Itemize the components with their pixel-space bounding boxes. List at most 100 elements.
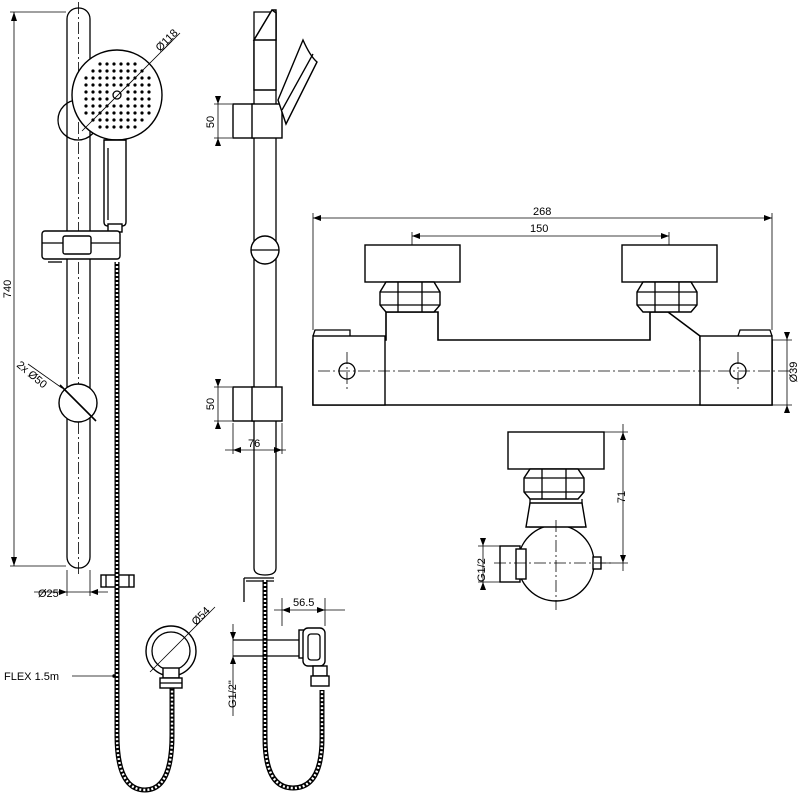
dim-bracket-projection: 76 — [225, 423, 286, 454]
spray-nozzle — [133, 125, 137, 129]
spray-nozzle — [119, 104, 123, 108]
dim-valve-width: 268 — [312, 206, 773, 330]
spray-nozzle — [91, 104, 95, 108]
spray-nozzle — [105, 76, 109, 80]
spray-nozzle — [91, 111, 95, 115]
spray-nozzle — [98, 125, 102, 129]
label-bar-diameter: Ø25 — [38, 588, 59, 600]
spray-nozzle — [126, 62, 130, 66]
side-hook — [243, 577, 274, 602]
spray-nozzle — [126, 90, 130, 94]
front-view-riser-kit: 740 Ø25 2x Ø50 Ø118 — [2, 2, 216, 793]
label-head-diameter: Ø118 — [154, 27, 181, 54]
label-outlet-projection: 56.5 — [293, 597, 314, 609]
spray-nozzle — [140, 97, 144, 101]
spray-nozzle — [119, 76, 123, 80]
spray-nozzle — [140, 104, 144, 108]
spray-nozzle — [140, 76, 144, 80]
side-shower-head — [277, 38, 318, 126]
side-view-riser-kit: 50 50 76 — [205, 8, 345, 791]
spray-nozzle — [105, 62, 109, 66]
valve-left-handle — [364, 244, 461, 313]
spray-nozzle — [112, 104, 116, 108]
spray-nozzle — [133, 118, 137, 122]
spray-nozzle — [126, 111, 130, 115]
spray-nozzle — [84, 83, 88, 87]
side-hose — [262, 580, 325, 791]
spray-nozzle — [133, 104, 137, 108]
dim-bar-length: 740 — [2, 11, 66, 567]
spray-nozzle — [133, 62, 137, 66]
spray-nozzle — [133, 90, 137, 94]
spray-nozzle — [98, 118, 102, 122]
label-valve-inlet-thread: G1/2 — [476, 558, 488, 582]
spray-nozzle — [112, 62, 116, 66]
flex-hose: FLEX 1.5m — [4, 262, 175, 793]
spray-nozzle — [119, 125, 123, 129]
spray-nozzle — [105, 125, 109, 129]
spray-nozzle — [98, 83, 102, 87]
spray-nozzle — [105, 83, 109, 87]
spray-nozzle — [119, 69, 123, 73]
spray-nozzle — [126, 76, 130, 80]
label-valve-depth: 71 — [616, 491, 628, 503]
spray-nozzle — [133, 111, 137, 115]
dim-valve-body-diameter: Ø39 — [772, 332, 800, 413]
spray-nozzle — [140, 83, 144, 87]
spray-nozzle — [84, 104, 88, 108]
spray-nozzle — [119, 111, 123, 115]
side-riser-bar — [253, 11, 277, 576]
spray-nozzle — [112, 83, 116, 87]
label-hose: FLEX 1.5m — [4, 671, 59, 683]
spray-nozzle — [91, 76, 95, 80]
spray-nozzle — [126, 118, 130, 122]
bar-valve-side-view: 71 G1/2 — [476, 424, 628, 610]
spray-nozzle — [147, 104, 151, 108]
label-bar-length: 740 — [2, 280, 14, 298]
spray-nozzle — [98, 97, 102, 101]
spray-nozzle — [105, 118, 109, 122]
spray-nozzle — [140, 118, 144, 122]
spray-nozzle — [112, 111, 116, 115]
spray-nozzle — [147, 97, 151, 101]
side-wall-outlet: G1/2" — [227, 624, 330, 716]
spray-nozzle — [133, 97, 137, 101]
spray-nozzle — [91, 69, 95, 73]
spray-nozzle — [119, 83, 123, 87]
wall-outlet: Ø54 — [145, 605, 216, 689]
spray-nozzle — [98, 90, 102, 94]
spray-nozzle — [126, 97, 130, 101]
spray-nozzle — [105, 90, 109, 94]
spray-nozzle — [147, 90, 151, 94]
spray-nozzle — [119, 62, 123, 66]
spray-nozzle — [140, 90, 144, 94]
spray-nozzle — [147, 83, 151, 87]
spray-centre — [112, 90, 122, 100]
valve-right-handle — [621, 244, 718, 313]
label-bracket-projection: 76 — [248, 438, 260, 450]
label-valve-body-diameter: Ø39 — [788, 362, 800, 383]
dim-valve-inlet-thread: G1/2 — [476, 538, 500, 590]
slider-clamp — [41, 230, 121, 263]
spray-nozzle — [91, 90, 95, 94]
side-valve-handle — [507, 431, 605, 470]
spray-nozzle — [105, 69, 109, 73]
spray-nozzle — [140, 111, 144, 115]
shower-head: Ø118 — [71, 27, 181, 233]
dim-bar-diameter: Ø25 — [34, 570, 108, 600]
spray-nozzle — [98, 104, 102, 108]
spray-nozzle — [98, 69, 102, 73]
side-top-bracket: 50 — [205, 96, 283, 146]
label-bracket-height-bottom: 50 — [205, 398, 217, 410]
label-valve-width: 268 — [533, 206, 551, 218]
spray-nozzle — [91, 83, 95, 87]
dim-valve-depth: 71 — [594, 424, 628, 571]
label-outlet-thread: G1/2" — [227, 680, 239, 708]
bar-valve-front-view: 268 150 — [312, 206, 800, 413]
dim-outlet-projection: 56.5 — [274, 597, 345, 626]
spray-nozzle — [98, 76, 102, 80]
spray-nozzle — [84, 111, 88, 115]
spray-nozzle — [84, 97, 88, 101]
spray-nozzle — [133, 69, 137, 73]
label-bracket-height-top: 50 — [205, 116, 217, 128]
